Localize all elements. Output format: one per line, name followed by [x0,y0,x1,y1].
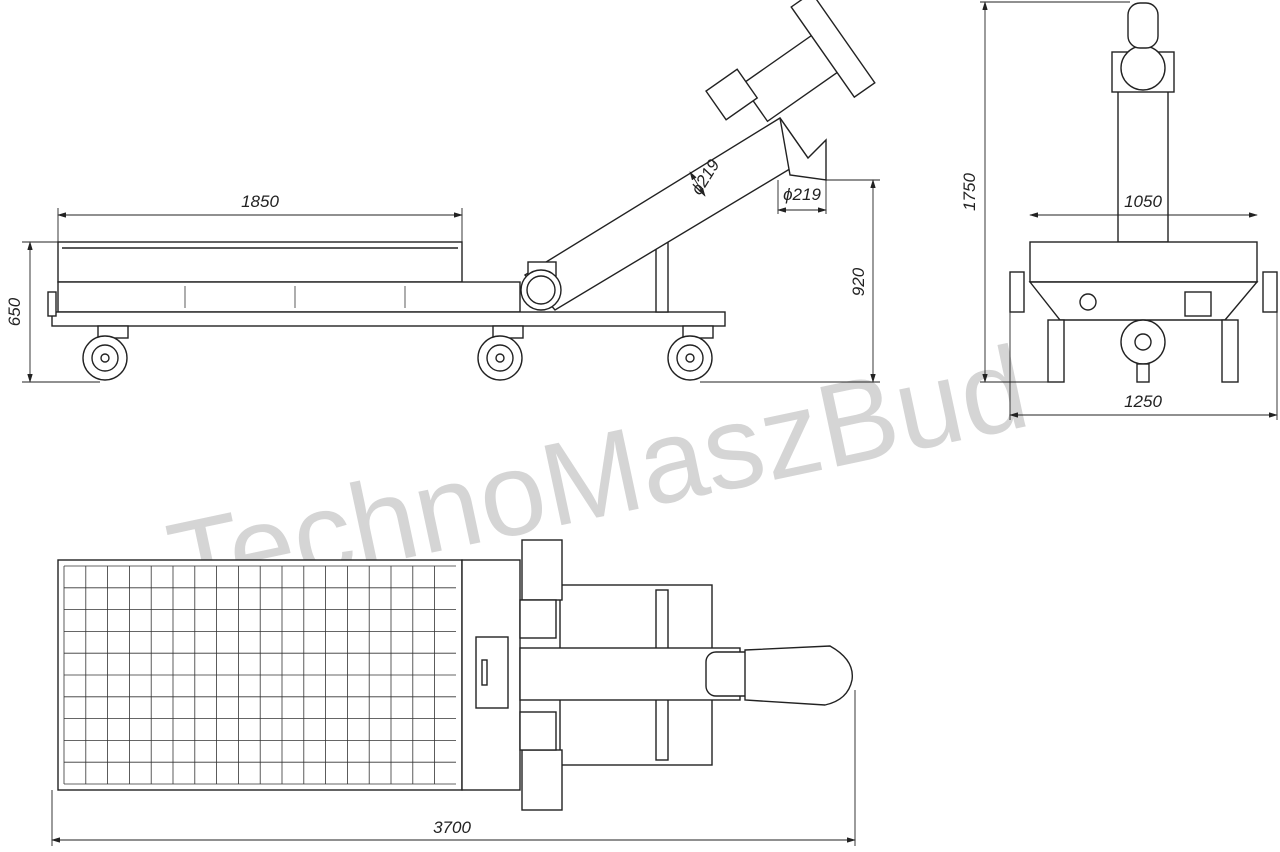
dim-outlet-diameter: ϕ219 [783,185,821,204]
dim-3700: 3700 [433,818,471,837]
motor-bottom [521,749,563,811]
auger-tube-top [519,647,741,701]
dim-650: 650 [5,297,24,326]
control-box [475,636,509,709]
auger-head-top [744,645,854,706]
top-view: 3700 [51,539,856,846]
auger-tube-front [1117,79,1169,243]
dim-1750: 1750 [960,173,979,211]
wheel [82,325,129,381]
hopper-grid [63,565,456,785]
dim-920: 920 [849,267,868,296]
hopper-front [1029,241,1258,283]
base-frame [51,311,726,327]
motor-top [521,539,563,601]
dim-1850: 1850 [241,192,279,211]
wheel [477,325,524,381]
auger-head [705,0,876,123]
wheel [667,325,714,381]
dim-1050: 1050 [1124,192,1162,211]
lower-frame [57,281,521,313]
pump-flange [1120,319,1166,365]
dim-1250: 1250 [1124,392,1162,411]
side-view: 1850 650 920 ϕ219 ϕ219 [5,0,880,383]
front-view: 1750 1050 1250 [960,1,1278,420]
